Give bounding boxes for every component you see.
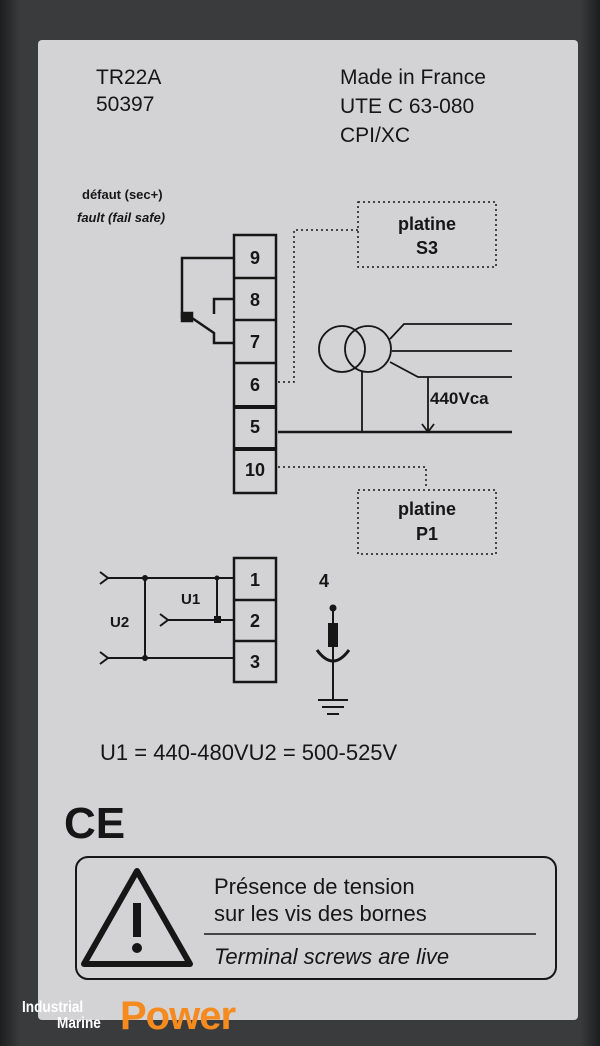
warning-en: Terminal screws are live: [214, 944, 449, 969]
terminal-3: 3: [250, 652, 260, 672]
warning-fr-line1: Présence de tension: [214, 874, 415, 899]
terminal-10: 10: [245, 460, 265, 480]
terminal-7: 7: [250, 332, 260, 352]
platine-p1-line2: P1: [416, 524, 438, 544]
fault-fr-text: défaut (sec+): [82, 187, 163, 202]
terminal-1: 1: [250, 570, 260, 590]
ground-icon: [315, 607, 351, 715]
warning-triangle-icon: [81, 868, 193, 967]
ce-mark: CE: [64, 799, 125, 848]
terminal-9: 9: [250, 248, 260, 268]
voltage-label: 440Vca: [430, 389, 489, 408]
u1-label: U1: [181, 591, 200, 608]
code-text: 50397: [96, 93, 154, 116]
terminal-4: 4: [319, 571, 329, 591]
u2-label: U2: [110, 614, 129, 631]
terminal-block-top: [232, 233, 278, 495]
terminal-6: 6: [250, 375, 260, 395]
fault-en-text: fault (fail safe): [77, 210, 165, 225]
ref-text: CPI/XC: [340, 124, 410, 147]
relay-contact-symbol: [180, 256, 234, 345]
platine-s3-line2: S3: [416, 238, 438, 258]
standard-text: UTE C 63-080: [340, 95, 474, 118]
dotted-links: [278, 201, 497, 555]
model-text: TR22A: [96, 66, 161, 89]
terminal-5: 5: [250, 417, 260, 437]
origin-text: Made in France: [340, 66, 486, 89]
warning-fr-line2: sur les vis des bornes: [214, 901, 427, 926]
terminal-8: 8: [250, 290, 260, 310]
transformer-icon: [278, 323, 512, 434]
terminal-2: 2: [250, 611, 260, 631]
logo-word-power: Power: [120, 994, 236, 1038]
warning-box: [75, 856, 557, 980]
ratings-text: U1 = 440-480VU2 = 500-525V: [100, 740, 398, 765]
input-wiring: [99, 571, 234, 665]
logo-word-marine: Marine: [57, 1015, 101, 1032]
platine-s3-line1: platine: [398, 214, 456, 234]
platine-p1-line1: platine: [398, 499, 456, 519]
logo-word-industrial: Industrial: [22, 999, 84, 1016]
